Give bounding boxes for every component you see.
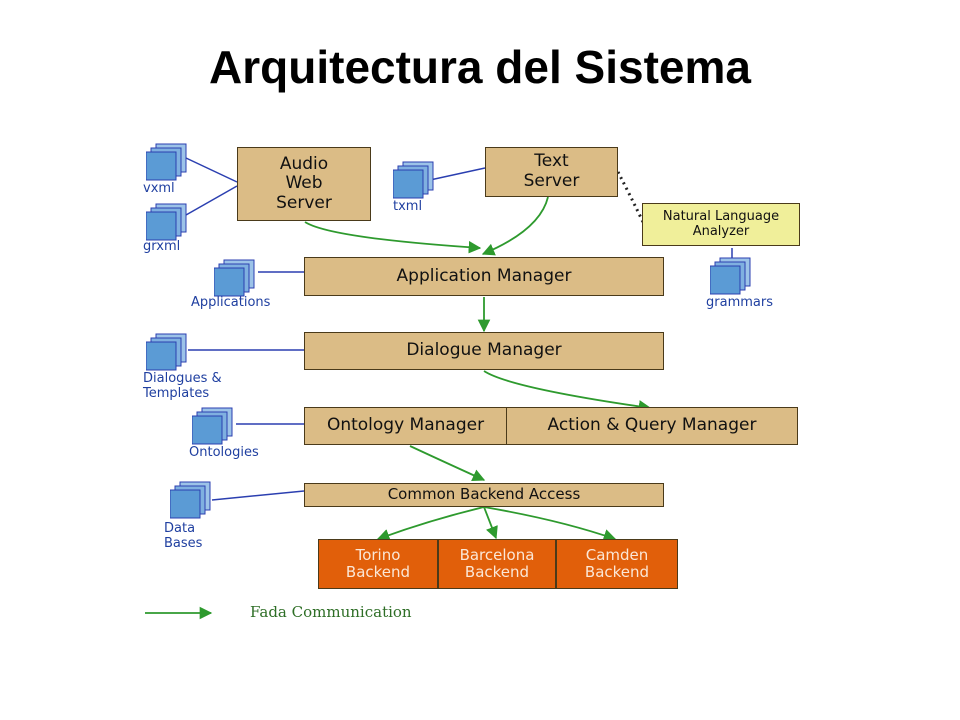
torino-backend-box: Torino Backend	[318, 539, 438, 589]
applications-store-icon	[214, 259, 255, 297]
flow-common-to-barcelona	[483, 506, 498, 540]
grxml-label: grxml	[143, 239, 181, 254]
natural-language-analyzer-box: Natural Language Analyzer	[642, 203, 800, 246]
flow-audio-to-app	[304, 221, 482, 254]
grammars-label: grammars	[706, 295, 773, 310]
link-text-server-nla	[616, 171, 645, 223]
flow-ontology-to-common	[409, 445, 486, 482]
applications-label: Applications	[191, 295, 271, 310]
vxml-label: vxml	[143, 181, 175, 196]
barcelona-backend-box: Barcelona Backend	[438, 539, 556, 589]
grammars-store-icon	[710, 257, 751, 295]
ontologies-store-icon	[192, 407, 233, 445]
vxml-store-icon	[146, 143, 187, 181]
dialogues-templates-label: Dialogues & Templates	[143, 371, 222, 401]
audio-web-server-box: Audio Web Server	[237, 147, 371, 221]
ontology-manager-box: Ontology Manager	[304, 407, 507, 445]
link-databases	[211, 490, 305, 501]
link-grxml	[185, 185, 238, 216]
grxml-store-icon	[146, 203, 187, 241]
flow-common-to-torino	[376, 506, 485, 542]
common-backend-access-box: Common Backend Access	[304, 483, 664, 507]
ontologies-label: Ontologies	[189, 445, 259, 460]
action-query-manager-box: Action & Query Manager	[506, 407, 798, 445]
flow-common-to-camden	[483, 506, 617, 542]
application-manager-box: Application Manager	[304, 257, 664, 296]
txml-store-icon	[393, 161, 434, 199]
link-vxml	[185, 157, 238, 183]
flow-text-to-app	[481, 196, 549, 256]
dialogue-manager-box: Dialogue Manager	[304, 332, 664, 370]
txml-label: txml	[393, 199, 423, 214]
databases-store-icon	[170, 481, 211, 519]
dialogues-store-icon	[146, 333, 187, 371]
camden-backend-box: Camden Backend	[556, 539, 678, 589]
flow-dialogue-to-action	[483, 370, 652, 413]
page-title: Arquitectura del Sistema	[209, 41, 751, 93]
link-txml	[429, 167, 486, 181]
text-server-box: Text Server	[485, 147, 618, 197]
databases-label: Data Bases	[164, 521, 203, 551]
legend-label: Fada Communication	[250, 603, 412, 621]
